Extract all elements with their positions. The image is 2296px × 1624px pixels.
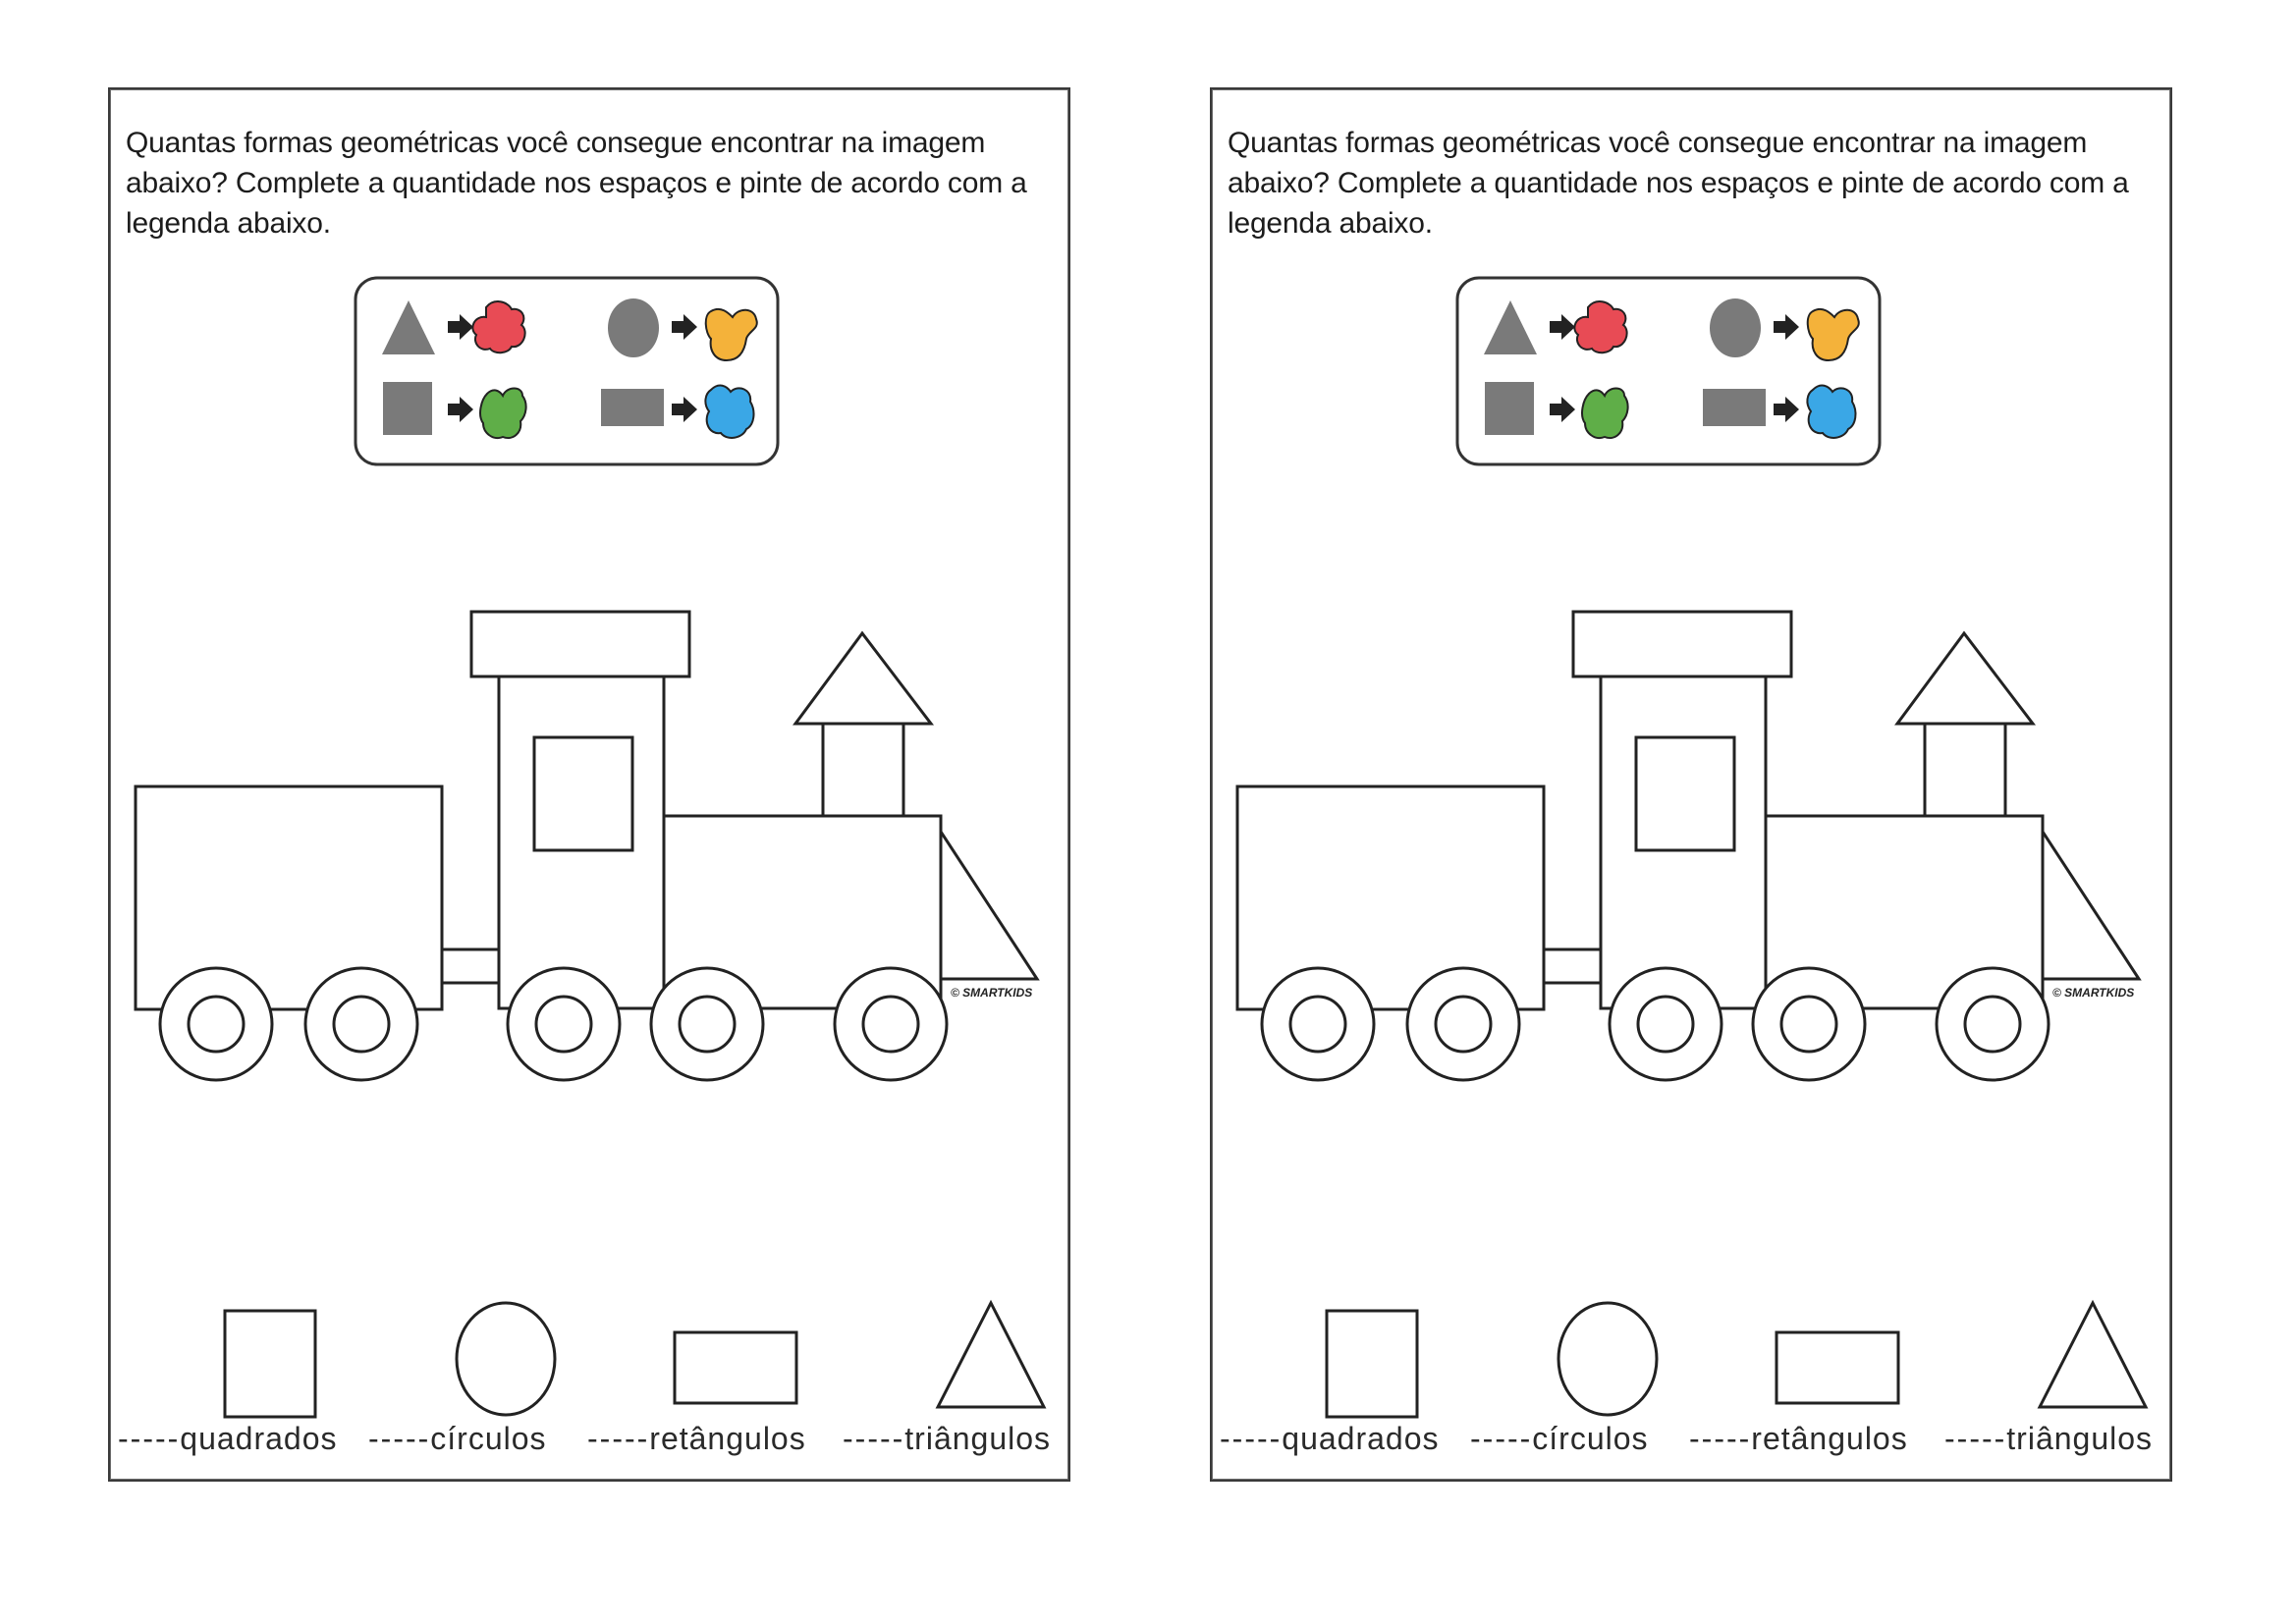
answer-blank: ----- (368, 1421, 431, 1456)
answer-blank: ----- (118, 1421, 181, 1456)
legend-rectangle-icon (601, 389, 664, 426)
train-wheel (1608, 966, 1723, 1082)
train-chimney-cap (1571, 610, 1793, 678)
train-wheel (303, 966, 419, 1082)
answer-label: quadrados (1282, 1421, 1440, 1456)
paint-blob-green-icon (479, 387, 527, 439)
worksheet-artwork: © SMARTKIDS (134, 276, 1047, 1419)
worksheet-artwork: © SMARTKIDS (1235, 276, 2149, 1419)
instructions-text: Quantas formas geométricas você consegue… (1228, 127, 2129, 240)
answer-circles[interactable]: -----círculos (368, 1421, 547, 1457)
answer-blank: ----- (1689, 1421, 1752, 1456)
train-coupling (1542, 947, 1603, 985)
arrow-right-icon (1774, 397, 1799, 422)
arrow-right-icon (448, 314, 473, 340)
train-wagon (134, 785, 444, 1011)
legend-square-icon (383, 382, 432, 435)
train-wheel (649, 966, 765, 1082)
answer-triangles[interactable]: -----triângulos (1944, 1421, 2153, 1457)
answer-circle-icon (455, 1301, 557, 1417)
answer-label: quadrados (180, 1421, 338, 1456)
answer-triangles[interactable]: -----triângulos (843, 1421, 1051, 1457)
arrow-right-icon (1550, 314, 1575, 340)
answer-label: retângulos (649, 1421, 806, 1456)
answer-label: círculos (430, 1421, 547, 1456)
answer-square-icon (223, 1309, 317, 1419)
color-legend (1455, 276, 1882, 466)
color-legend (354, 276, 780, 466)
answer-blank: ----- (1220, 1421, 1283, 1456)
answer-shapes (223, 1299, 1047, 1419)
answer-circle-icon (1557, 1301, 1659, 1417)
arrow-right-icon (448, 397, 473, 422)
answer-label: retângulos (1751, 1421, 1908, 1456)
answer-rectangle-icon (673, 1330, 798, 1405)
answer-label: círculos (1532, 1421, 1649, 1456)
answer-blank: ----- (1470, 1421, 1533, 1456)
answer-rectangle-icon (1775, 1330, 1900, 1405)
train-chimney-cap (469, 610, 691, 678)
train-wagon (1235, 785, 1546, 1011)
answer-rectangles[interactable]: -----retângulos (587, 1421, 806, 1457)
train-wheel (833, 966, 949, 1082)
answer-label: triângulos (904, 1421, 1052, 1456)
legend-circle-icon (608, 298, 659, 357)
watermark: © SMARTKIDS (951, 986, 1032, 1000)
answer-squares[interactable]: -----quadrados (118, 1421, 338, 1457)
instructions-text: Quantas formas geométricas você consegue… (126, 127, 1027, 240)
train-wheel (506, 966, 622, 1082)
train-window (1634, 735, 1736, 852)
train-coupling (440, 947, 501, 985)
answer-rectangles[interactable]: -----retângulos (1689, 1421, 1908, 1457)
legend-circle-icon (1710, 298, 1761, 357)
answer-blank: ----- (843, 1421, 905, 1456)
answer-shapes (1325, 1299, 2149, 1419)
train-drawing (1235, 610, 2142, 1082)
train-wheel (1260, 966, 1376, 1082)
arrow-right-icon (1550, 397, 1575, 422)
legend-triangle-icon (382, 300, 435, 354)
train-wheel (1405, 966, 1521, 1082)
watermark: © SMARTKIDS (2052, 986, 2134, 1000)
worksheet-right: Quantas formas geométricas você consegue… (1210, 87, 2172, 1482)
train-window (532, 735, 634, 852)
paint-blob-orange-icon (1806, 307, 1860, 362)
train-smokestack (821, 722, 905, 818)
train-smokestack-roof (1894, 630, 2037, 726)
worksheet-left: Quantas formas geométricas você consegue… (108, 87, 1070, 1482)
train-cowcatcher (939, 826, 1040, 981)
paint-blob-red-icon (1573, 300, 1628, 354)
legend-rectangle-icon (1703, 389, 1766, 426)
answer-square-icon (1325, 1309, 1419, 1419)
legend-square-icon (1485, 382, 1534, 435)
train-wheel (1751, 966, 1867, 1082)
arrow-right-icon (672, 397, 697, 422)
answer-row: -----quadrados -----círculos -----retâng… (1220, 1421, 2162, 1460)
answer-blank: ----- (1944, 1421, 2007, 1456)
answer-squares[interactable]: -----quadrados (1220, 1421, 1440, 1457)
train-smokestack-roof (793, 630, 935, 726)
answer-triangle-icon (935, 1299, 1047, 1409)
train-drawing (134, 610, 1040, 1082)
paint-blob-red-icon (471, 300, 526, 354)
paint-blob-orange-icon (704, 307, 758, 362)
paint-blob-green-icon (1581, 387, 1629, 439)
legend-triangle-icon (1484, 300, 1537, 354)
answer-label: triângulos (2006, 1421, 2154, 1456)
train-smokestack (1923, 722, 2007, 818)
paint-blob-blue-icon (704, 384, 755, 439)
answer-row: -----quadrados -----círculos -----retâng… (118, 1421, 1061, 1460)
train-wheel (1935, 966, 2050, 1082)
paint-blob-blue-icon (1806, 384, 1857, 439)
arrow-right-icon (1774, 314, 1799, 340)
answer-blank: ----- (587, 1421, 650, 1456)
answer-triangle-icon (2037, 1299, 2149, 1409)
train-wheel (158, 966, 274, 1082)
answer-circles[interactable]: -----círculos (1470, 1421, 1649, 1457)
train-cowcatcher (2041, 826, 2142, 981)
train-cabin (1599, 675, 1768, 1010)
arrow-right-icon (672, 314, 697, 340)
